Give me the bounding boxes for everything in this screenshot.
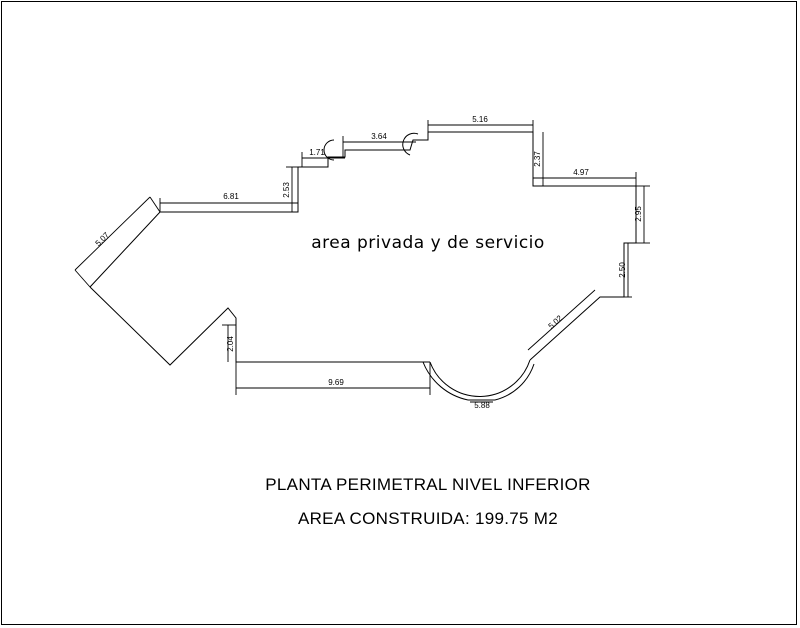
built-area: AREA CONSTRUIDA: 199.75 M2: [298, 509, 558, 528]
dim-5-88: 5.88: [474, 401, 490, 410]
dim-5-16: 5.16: [472, 115, 488, 124]
dim-3-64: 3.64: [371, 132, 387, 141]
dimension-lines: [74, 120, 650, 403]
room-label: area privada y de servicio: [311, 233, 545, 253]
dim-2-50: 2.50: [618, 262, 627, 278]
dim-9-69: 9.69: [328, 378, 344, 387]
dim-5-07: 5.07: [94, 230, 112, 248]
dim-5-02: 5.02: [547, 313, 565, 330]
dim-4-97: 4.97: [573, 168, 589, 177]
dimension-labels: 5.07 6.81 2.53 1.71 3.64 5.16 2.37 4.97 …: [94, 115, 643, 410]
dim-2-04: 2.04: [226, 336, 235, 352]
dim-2-95: 2.95: [634, 206, 643, 222]
plan-title: PLANTA PERIMETRAL NIVEL INFERIOR: [265, 475, 590, 494]
dim-1-71: 1.71: [309, 148, 325, 157]
perimeter-outline: [89, 131, 637, 401]
dim-2-53: 2.53: [282, 182, 291, 198]
dim-6-81: 6.81: [223, 192, 239, 201]
dim-2-37: 2.37: [533, 151, 542, 167]
